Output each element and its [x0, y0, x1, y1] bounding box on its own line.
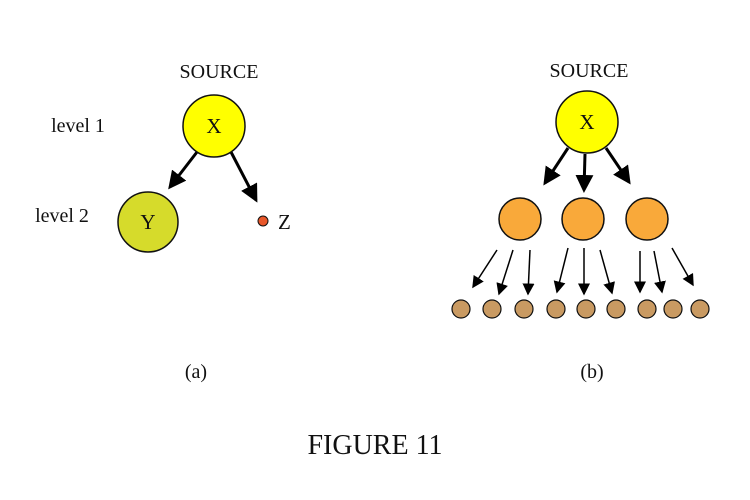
leaf-node: [663, 299, 683, 319]
figure-title: FIGURE 11: [307, 430, 442, 461]
arrow-middle-to-leaf: [522, 249, 535, 296]
level-1-label: level 1: [51, 115, 105, 137]
arrow-x-to-y: [168, 151, 199, 190]
node-x-a: [182, 94, 246, 158]
arrow-root-to-middle: [543, 147, 570, 186]
arrow-middle-to-leaf: [671, 247, 694, 287]
leaf-node: [546, 299, 566, 319]
middle-node: [561, 197, 605, 241]
node-z-label: Z: [278, 210, 291, 234]
panel-b: SOURCE X (b): [451, 60, 710, 383]
arrow-root-to-middle: [604, 147, 631, 185]
leaf-node: [576, 299, 596, 319]
caption-b: (b): [580, 361, 603, 383]
middle-node: [625, 197, 669, 241]
node-x-b-label: X: [579, 110, 594, 134]
node-y: [117, 191, 179, 253]
arrow-middle-to-leaf: [496, 249, 514, 296]
leaf-node: [482, 299, 502, 319]
node-x-a-label: X: [206, 114, 221, 138]
leaf-node: [514, 299, 534, 319]
arrow-middle-to-leaf: [599, 249, 615, 295]
level-2-label: level 2: [35, 205, 89, 227]
leaf-node: [451, 299, 471, 319]
arrow-x-to-z: [229, 151, 258, 203]
panel-b-nodes: X: [451, 90, 710, 319]
node-z: [257, 215, 269, 227]
panel-a: SOURCE level 1 level 2 X Y Z (a): [35, 61, 291, 383]
caption-a: (a): [185, 361, 207, 383]
source-label-a: SOURCE: [180, 61, 259, 83]
leaf-node: [637, 299, 657, 319]
source-label-b: SOURCE: [550, 60, 629, 82]
arrow-middle-to-leaf: [653, 250, 666, 294]
panel-b-arrows: [472, 147, 694, 296]
node-x-b: [555, 90, 619, 154]
leaf-node: [606, 299, 626, 319]
arrow-root-to-middle: [575, 153, 594, 193]
arrow-middle-to-leaf: [472, 249, 498, 289]
node-y-label: Y: [140, 210, 155, 234]
leaf-node: [690, 299, 710, 319]
arrow-middle-to-leaf: [553, 247, 569, 294]
middle-node: [498, 197, 542, 241]
